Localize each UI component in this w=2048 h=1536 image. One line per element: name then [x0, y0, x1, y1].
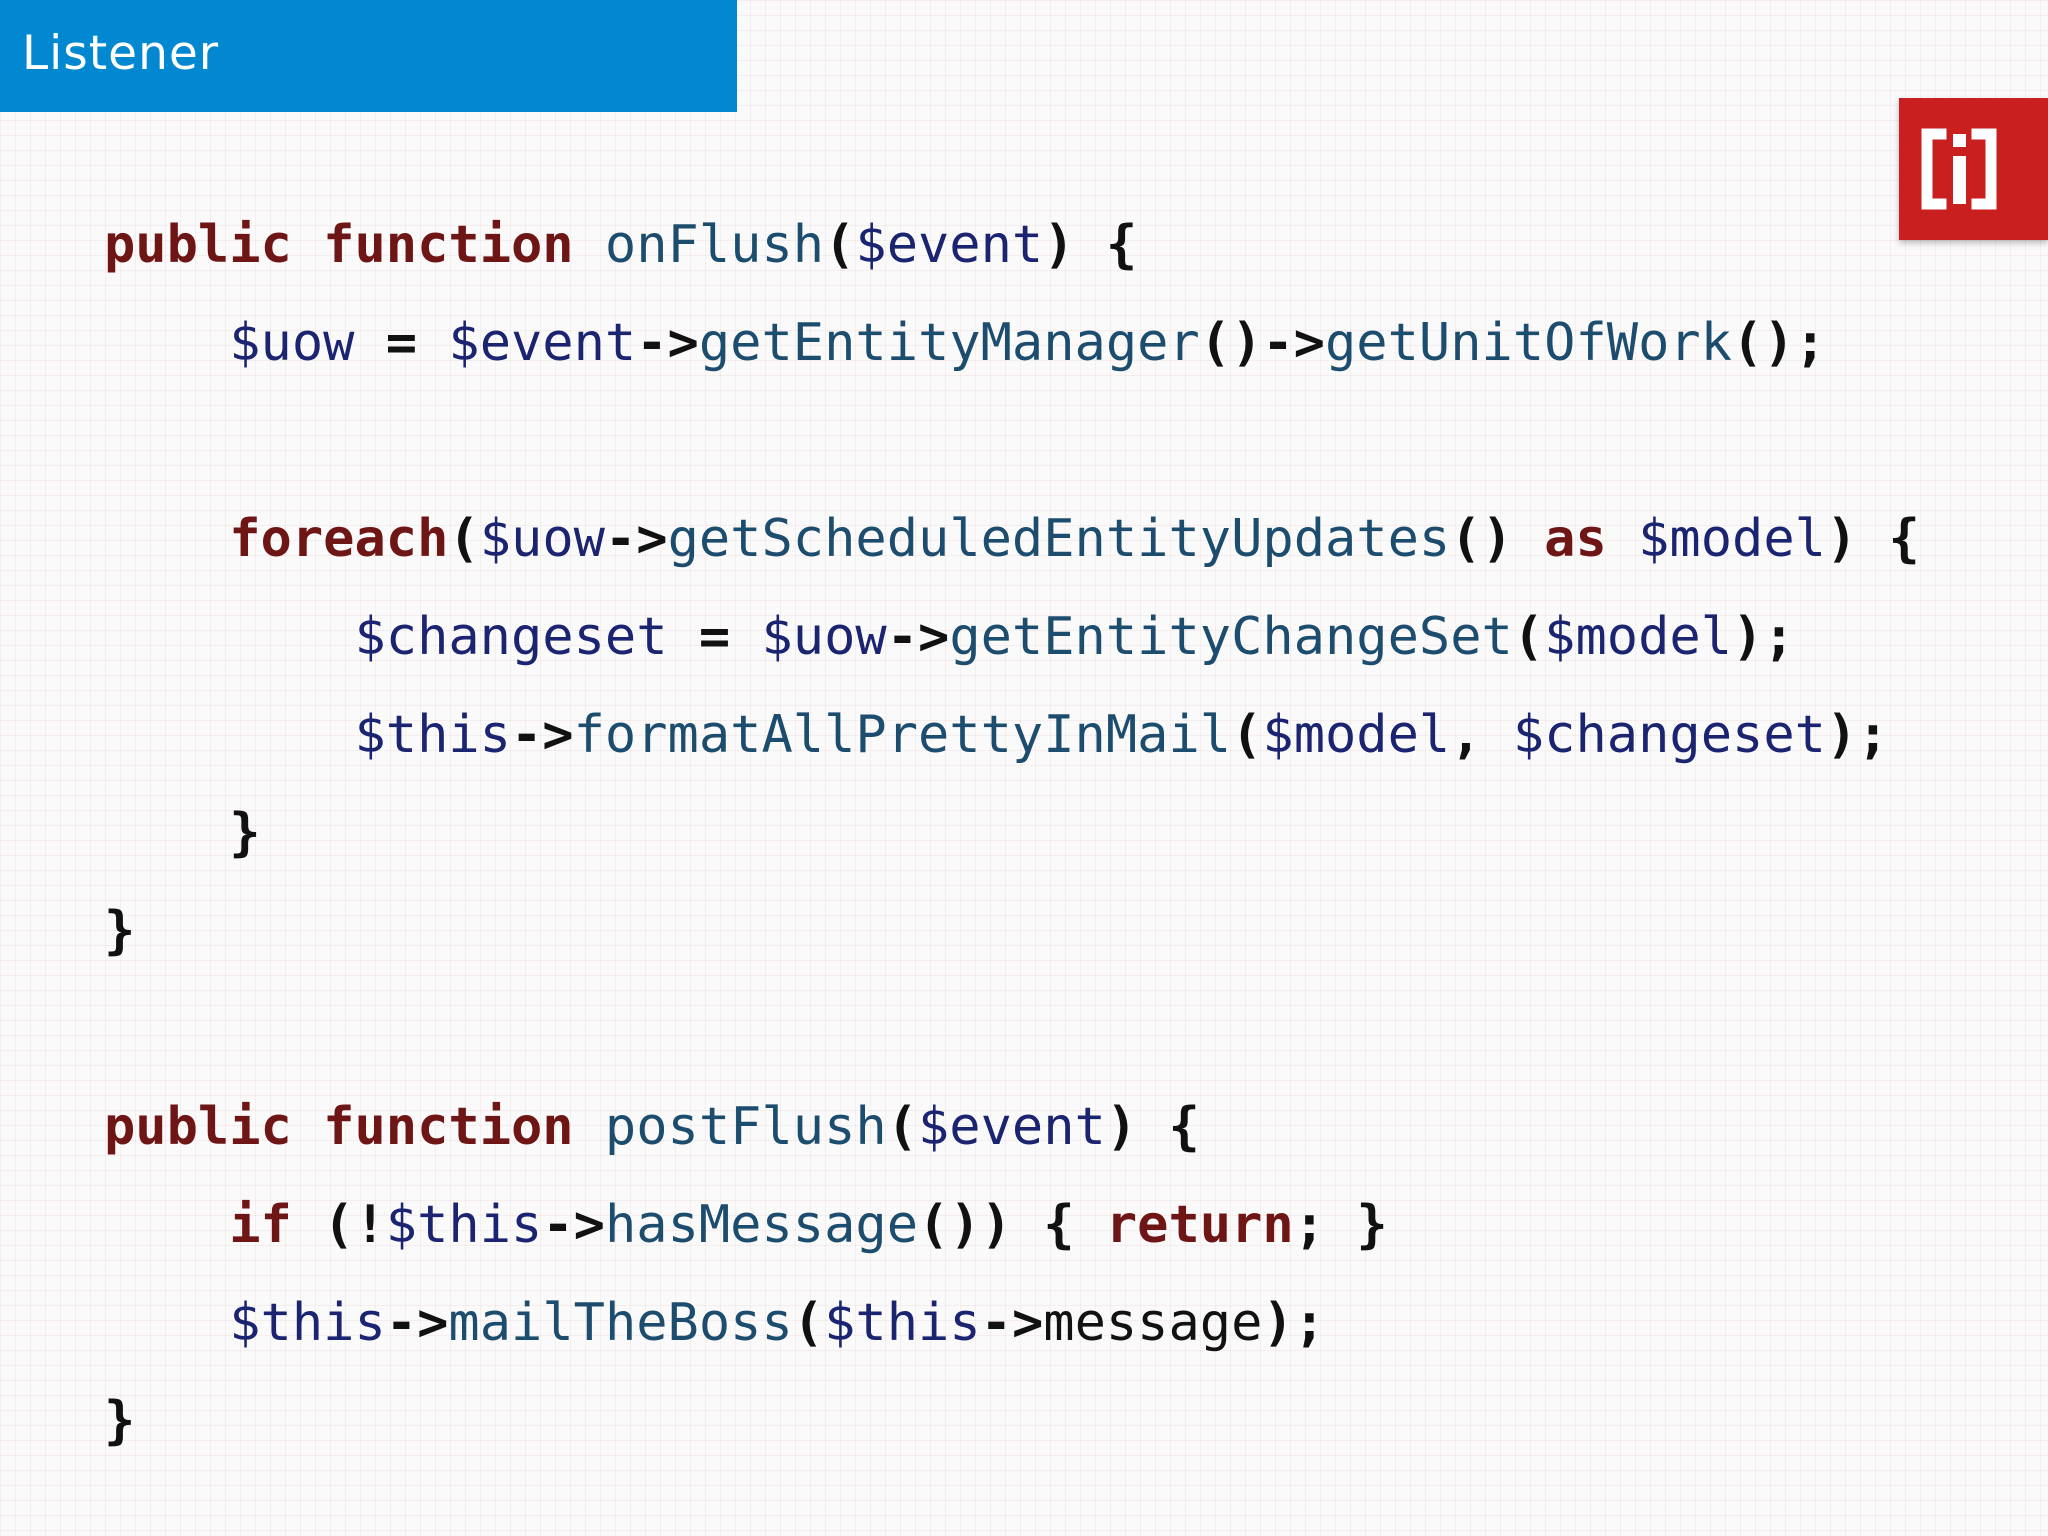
code-line: foreach($uow->getScheduledEntityUpdates(…: [104, 490, 1920, 588]
code-token: (: [886, 1097, 918, 1157]
code-token: (: [1231, 705, 1263, 765]
code-token: ) {: [1105, 1097, 1200, 1157]
code-token: $event: [918, 1097, 1106, 1157]
code-token: getEntityManager: [698, 313, 1200, 373]
code-line: [104, 980, 1920, 1078]
code-token: );: [1262, 1293, 1326, 1353]
code-token: ->: [385, 1293, 449, 1353]
code-token: $this: [354, 705, 511, 765]
code-token: (: [792, 1293, 825, 1353]
code-token: $uow: [761, 607, 887, 667]
code-token: [292, 215, 323, 275]
code-token: function: [323, 215, 574, 275]
code-token: $this: [229, 1293, 386, 1353]
code-token: ()->: [1199, 313, 1325, 373]
code-token: [1607, 509, 1638, 569]
code-indent: [104, 705, 354, 765]
code-token: (: [824, 215, 856, 275]
code-token: $event: [448, 313, 637, 373]
code-token: getScheduledEntityUpdates: [667, 509, 1451, 569]
code-line: [104, 392, 1920, 490]
code-token: $uow: [479, 509, 605, 569]
code-token: ->: [542, 1195, 605, 1255]
brand-logo-icon-svg: [1921, 128, 1997, 210]
code-token: $model: [1638, 509, 1826, 569]
code-token: [574, 1097, 605, 1157]
code-token: =: [354, 313, 449, 373]
code-token: =: [667, 607, 762, 667]
code-line: if (!$this->hasMessage()) { return; }: [104, 1176, 1920, 1274]
code-line: }: [104, 784, 1920, 882]
code-indent: [104, 803, 229, 863]
code-token: public: [104, 215, 292, 275]
code-token: ,: [1450, 705, 1513, 765]
code-token: $this: [385, 1195, 543, 1255]
code-token: formatAllPrettyInMail: [573, 705, 1232, 765]
code-indent: [104, 1293, 229, 1353]
code-token: ()) {: [918, 1195, 1106, 1255]
code-token: (): [1450, 509, 1545, 569]
brand-logo-icon: [1899, 98, 2048, 240]
code-token: );: [1825, 705, 1889, 765]
code-token: $model: [1262, 705, 1451, 765]
code-token: $event: [855, 215, 1044, 275]
code-line: }: [104, 882, 1920, 980]
code-token: ->: [636, 313, 699, 373]
code-token: function: [323, 1097, 574, 1157]
code-token: getUnitOfWork: [1325, 313, 1732, 373]
code-line: $this->formatAllPrettyInMail($model, $ch…: [104, 686, 1920, 784]
code-token: [574, 215, 605, 275]
code-token: message: [1043, 1293, 1263, 1353]
code-token: $model: [1544, 607, 1732, 667]
code-token: if: [229, 1195, 292, 1255]
code-token: $changeset: [354, 607, 668, 667]
code-token: [292, 1097, 323, 1157]
code-token: return: [1105, 1195, 1294, 1255]
code-token: }: [104, 901, 136, 961]
slide-title-bar: Listener: [0, 0, 737, 112]
code-token: }: [104, 1391, 136, 1451]
code-token: }: [229, 803, 261, 863]
code-token: (: [1512, 607, 1545, 667]
code-token: ->: [511, 705, 574, 765]
code-token: ) {: [1043, 215, 1138, 275]
code-token: ->: [980, 1293, 1044, 1353]
code-token: postFlush: [604, 1097, 887, 1157]
code-line: $this->mailTheBoss($this->message);: [104, 1274, 1920, 1372]
code-token: (: [448, 509, 480, 569]
code-token: (!: [291, 1195, 386, 1255]
code-token: getEntityChangeSet: [949, 607, 1513, 667]
code-token: as: [1544, 509, 1607, 569]
code-line: }: [104, 1372, 1920, 1470]
code-line: public function onFlush($event) {: [104, 196, 1920, 294]
code-line: $changeset = $uow->getEntityChangeSet($m…: [104, 588, 1920, 686]
code-token: public: [104, 1097, 292, 1157]
code-token: ();: [1732, 313, 1826, 373]
code-token: $uow: [229, 313, 355, 373]
code-token: $changeset: [1512, 705, 1826, 765]
code-token: mailTheBoss: [448, 1293, 793, 1353]
code-token: ->: [886, 607, 950, 667]
code-token: ->: [604, 509, 668, 569]
code-line: $uow = $event->getEntityManager()->getUn…: [104, 294, 1920, 392]
code-token: hasMessage: [604, 1195, 919, 1255]
slide-title: Listener: [22, 26, 220, 81]
code-indent: [104, 509, 229, 569]
code-block: public function onFlush($event) { $uow =…: [104, 196, 1920, 1470]
code-token: foreach: [229, 509, 449, 569]
code-token: ; }: [1293, 1195, 1388, 1255]
code-token: $this: [824, 1293, 981, 1353]
code-token: onFlush: [604, 215, 825, 275]
code-token: ) {: [1825, 509, 1920, 569]
code-token: );: [1732, 607, 1795, 667]
code-indent: [104, 1195, 229, 1255]
code-indent: [104, 313, 229, 373]
code-line: public function postFlush($event) {: [104, 1078, 1920, 1176]
code-indent: [104, 607, 354, 667]
